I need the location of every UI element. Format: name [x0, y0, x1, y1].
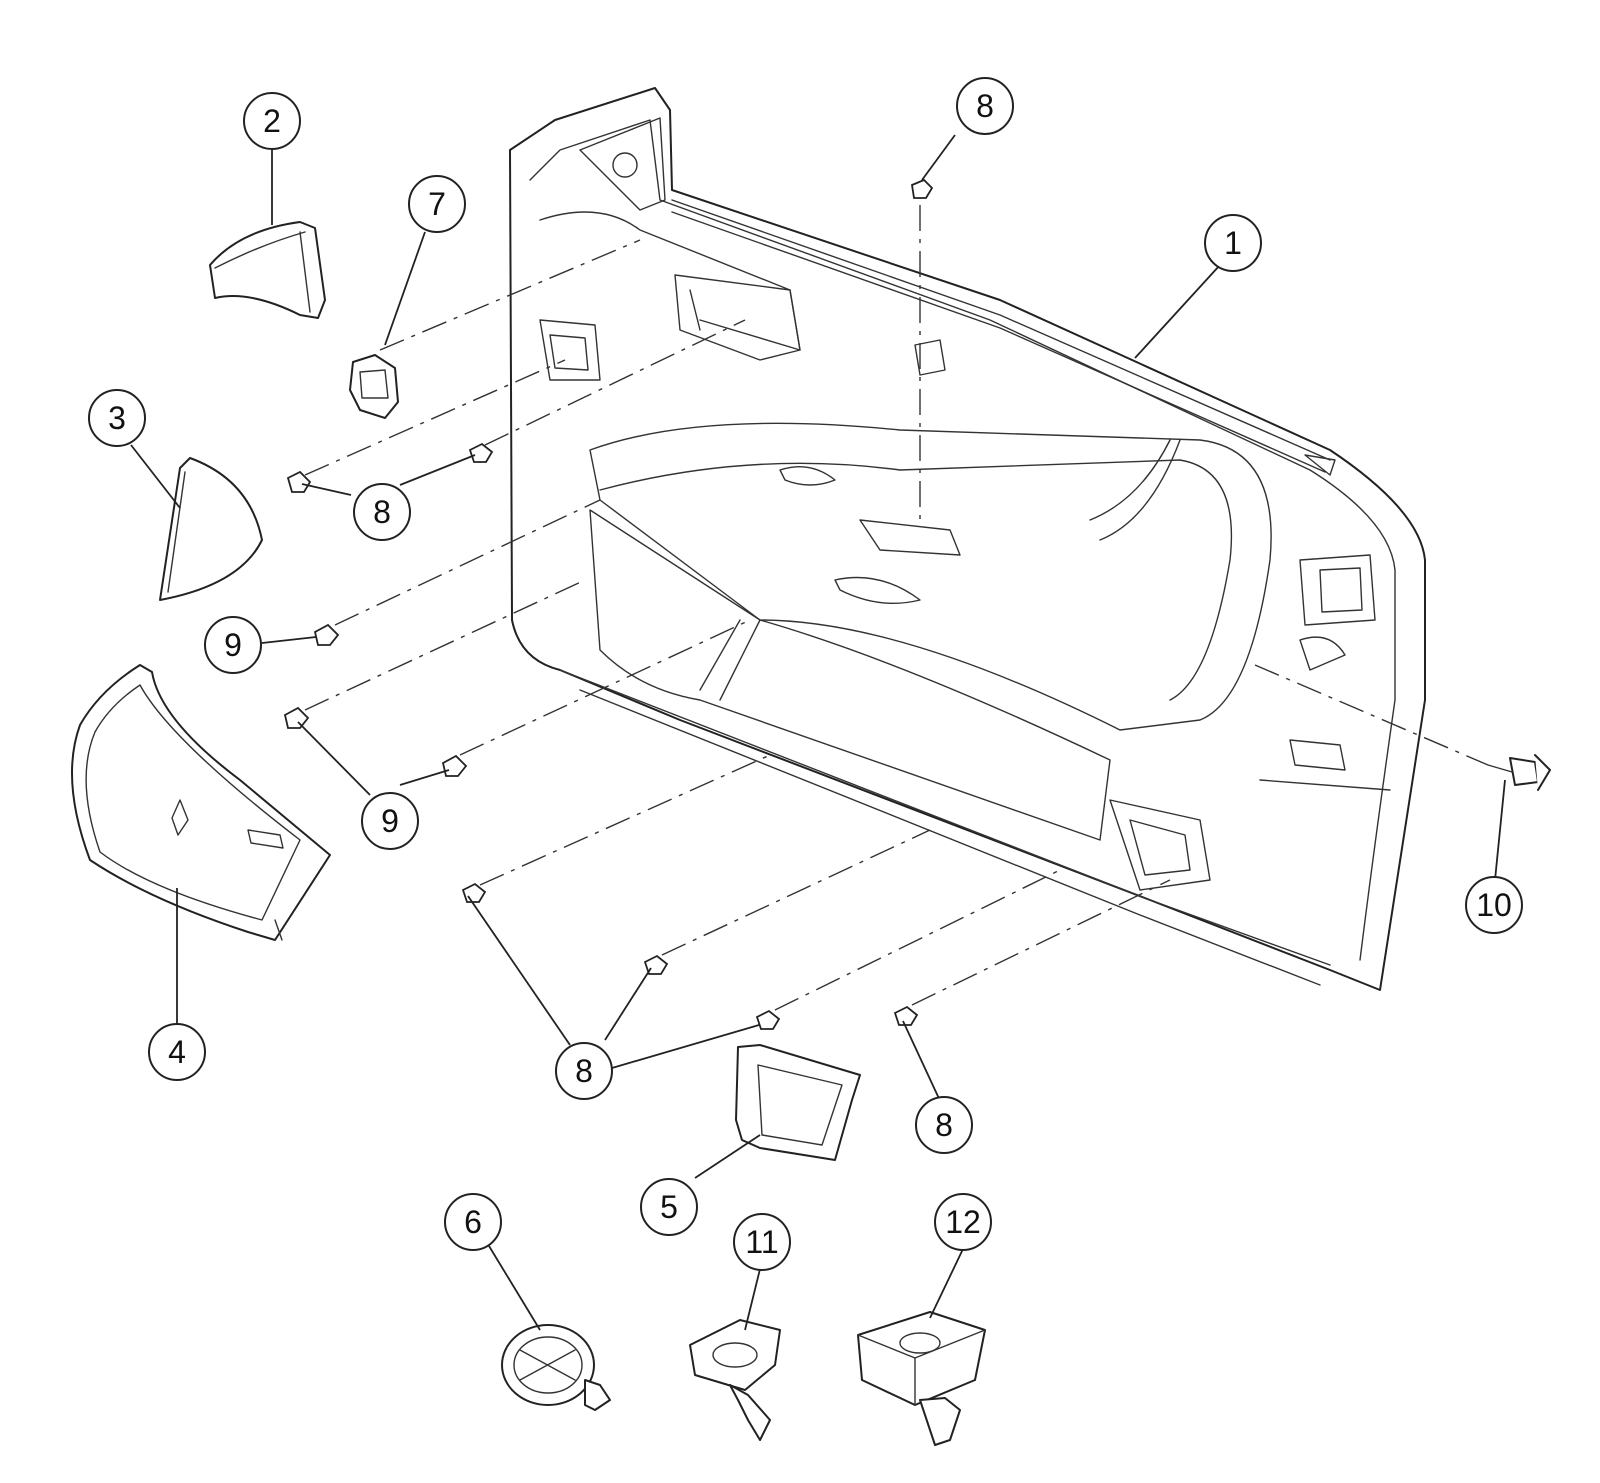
callout-8-left-label: 8: [373, 494, 391, 530]
callout-5-label: 5: [660, 1189, 678, 1225]
screw-8-top: [911, 178, 934, 199]
callout-9-lower-label: 9: [381, 803, 399, 839]
callout-10: 10: [1465, 876, 1523, 934]
screw-9-b: [283, 706, 310, 729]
callout-4-label: 4: [168, 1034, 186, 1070]
alignment-lines: [304, 205, 1489, 1011]
callout-8-top-label: 8: [976, 88, 994, 124]
callout-12-label: 12: [945, 1204, 981, 1240]
screw-8-low-a: [461, 882, 487, 903]
screw-8-low-c: [755, 1009, 781, 1030]
callout-1: 1: [1204, 214, 1262, 272]
callout-9-lower: 9: [361, 792, 419, 850]
callout-8-bottom-label: 8: [575, 1053, 593, 1089]
callout-5: 5: [640, 1178, 698, 1236]
callout-2-label: 2: [263, 103, 281, 139]
callout-12: 12: [934, 1193, 992, 1251]
callout-11: 11: [733, 1213, 791, 1271]
switch-housing: [349, 354, 399, 419]
trim-clip: [689, 1319, 781, 1441]
door-push-fastener: [1487, 754, 1551, 791]
callout-10-label: 10: [1476, 887, 1512, 923]
callout-3-label: 3: [108, 400, 126, 436]
callout-9-upper: 9: [204, 616, 262, 674]
screw-8-left-b: [468, 442, 494, 463]
callout-11-label: 11: [745, 1224, 778, 1260]
callout-8-right-label: 8: [935, 1107, 953, 1143]
callout-6-label: 6: [464, 1204, 482, 1240]
mirror-flag-cover: [209, 221, 326, 319]
door-trim-panel: [509, 87, 1426, 991]
lower-trim-bezel: [71, 664, 331, 941]
callout-8-top: 8: [956, 77, 1014, 135]
switch-bezel-frame: [735, 1044, 861, 1161]
screw-9-a: [313, 623, 340, 646]
screw-8-left-a: [286, 470, 312, 493]
callout-4: 4: [148, 1023, 206, 1081]
screw-9-c: [441, 754, 468, 777]
callout-3: 3: [88, 389, 146, 447]
callout-8-right: 8: [915, 1096, 973, 1154]
triangle-trim-cover: [159, 457, 263, 601]
callout-7-label: 7: [428, 186, 446, 222]
push-pin-retainer: [501, 1324, 611, 1411]
leader-lines: [130, 134, 1506, 1331]
callout-9-upper-label: 9: [224, 627, 242, 663]
callout-8-left: 8: [353, 483, 411, 541]
callout-1-label: 1: [1224, 225, 1242, 261]
callout-6: 6: [444, 1193, 502, 1251]
callout-8-bottom: 8: [555, 1042, 613, 1100]
callout-2: 2: [243, 92, 301, 150]
screw-8-low-d: [893, 1005, 919, 1026]
callout-7: 7: [408, 175, 466, 233]
u-nut-clip: [857, 1311, 986, 1446]
